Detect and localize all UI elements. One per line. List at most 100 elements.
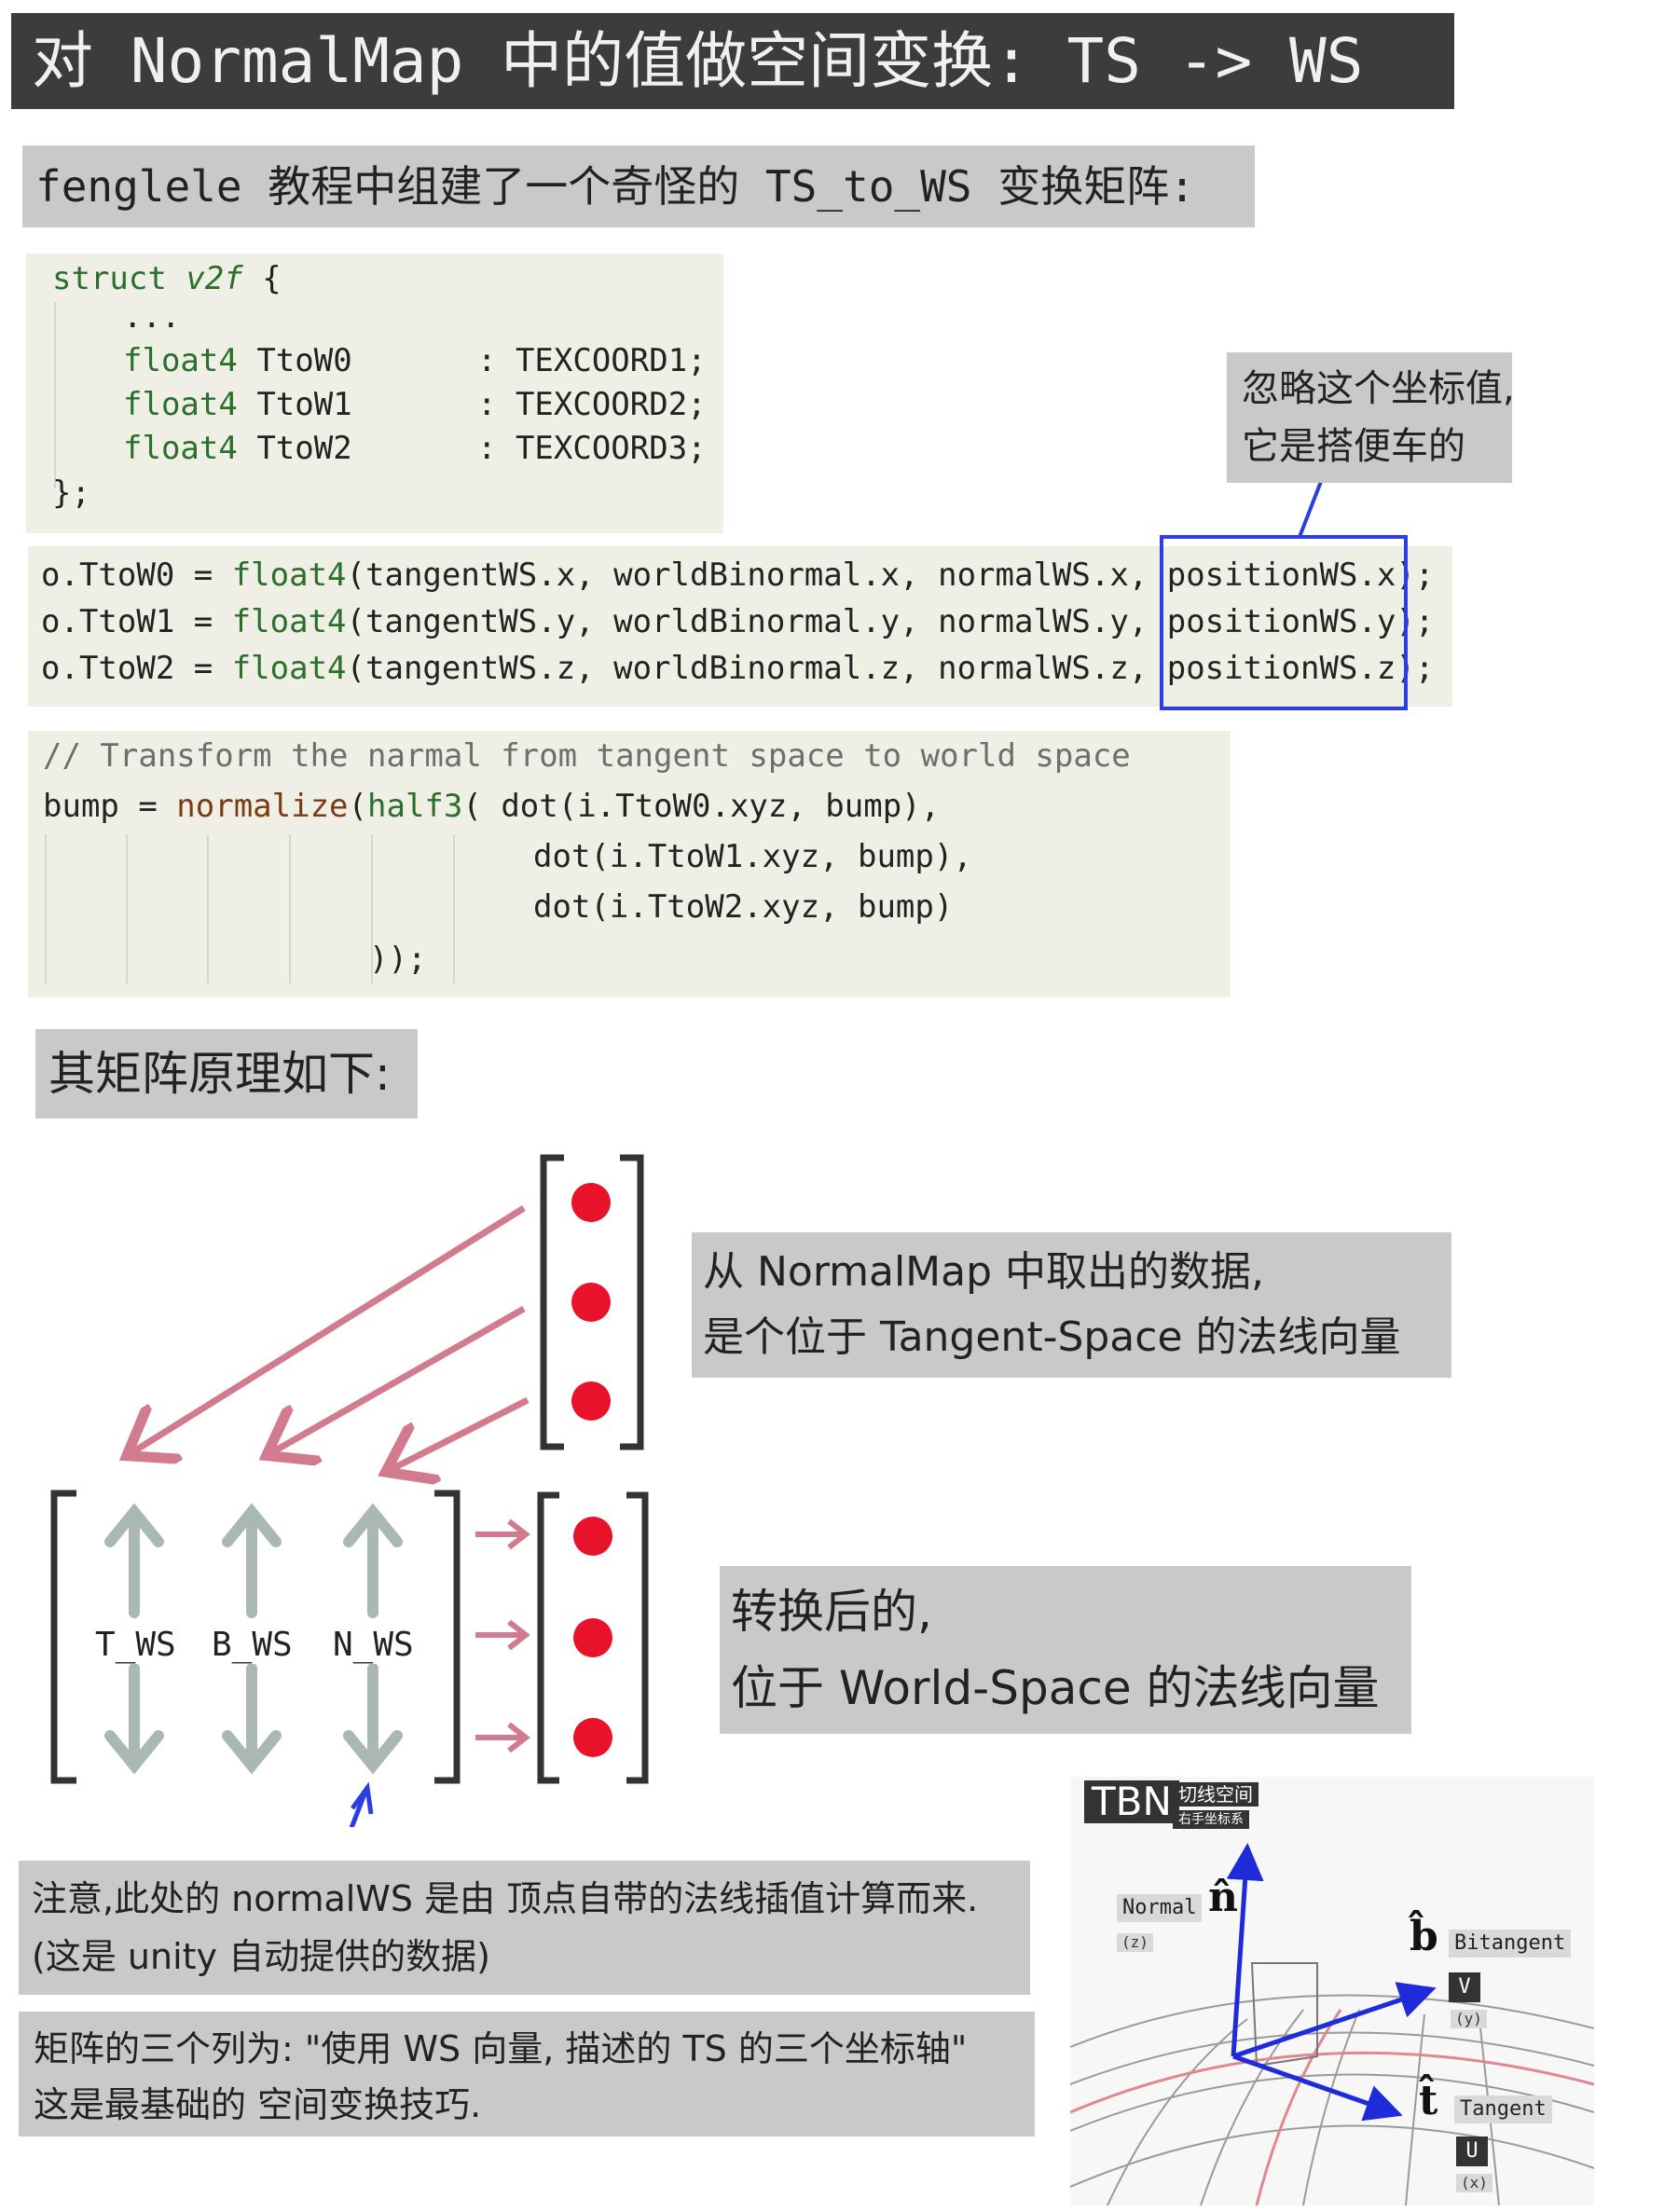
indent-guide <box>45 834 47 983</box>
assign-line-2: o.TtoW2 = float4(tangentWS.z, worldBinor… <box>41 647 1434 691</box>
indent-guide <box>54 302 56 488</box>
assign-tail: ); <box>1396 650 1435 687</box>
pink-arrow <box>272 1305 526 1452</box>
assign-position: positionWS.x <box>1166 556 1396 594</box>
output-vector-dot <box>573 1517 612 1556</box>
bitangent-label: Bitangent <box>1449 1930 1572 1958</box>
field-semantic-0: : TEXCOORD1; <box>477 342 707 379</box>
assign-func: float4 <box>231 603 347 640</box>
indent-guide <box>126 834 128 983</box>
position-callout: 忽略这个坐标值, 它是搭便车的 <box>1227 352 1515 483</box>
bitangent-axis <box>1232 1982 1437 2059</box>
bitangent-axis-label: (y) <box>1451 2010 1487 2028</box>
field-semantic-1: : TEXCOORD2; <box>477 386 707 423</box>
normal-label: Normal <box>1117 1894 1203 1922</box>
bitangent-letter: V <box>1449 1972 1480 2002</box>
indent-guide <box>289 834 291 983</box>
indent-guide <box>207 834 209 983</box>
tangent-symbol: t̂ <box>1419 2077 1438 2124</box>
assign-lhs: o.TtoW1 = <box>41 603 232 640</box>
input-vector-dot <box>571 1183 611 1222</box>
output-pink-arrow <box>475 1619 530 1651</box>
pink-arrow <box>392 1396 530 1469</box>
field-name: TtoW0 <box>256 342 352 379</box>
indent-guide <box>453 834 455 983</box>
bump-line-4: )); <box>369 941 427 978</box>
assign-lhs: o.TtoW0 = <box>41 556 232 594</box>
assign-line-0: o.TtoW0 = float4(tangentWS.x, worldBinor… <box>41 554 1434 598</box>
assign-func: float4 <box>231 650 347 687</box>
struct-keyword: struct <box>52 260 167 297</box>
output-vector-dot <box>573 1618 612 1657</box>
bump-dot-0: ( dot(i.TtoW0.xyz, bump), <box>462 788 941 825</box>
position-callout-line2: 它是搭便车的 <box>1242 425 1465 468</box>
matrix-heading: 其矩阵原理如下: <box>35 1029 418 1119</box>
normal-note-line1: 注意,此处的 normalWS 是由 顶点自带的法线插值计算而来. <box>32 1878 979 1919</box>
struct-closing: }; <box>52 474 90 512</box>
input-vector-dot <box>571 1381 611 1421</box>
bump-lhs: bump = <box>43 788 177 825</box>
bump-half3: half3 <box>367 788 463 825</box>
assign-lhs: o.TtoW2 = <box>41 650 232 687</box>
output-vector-dot <box>573 1718 612 1757</box>
field-type: float4 <box>123 342 238 379</box>
assign-args: (tangentWS.z, worldBinormal.z, normalWS.… <box>346 650 1167 687</box>
struct-field-1: float4 TtoW1 <box>123 383 352 427</box>
tbn-title: TBN <box>1084 1780 1179 1823</box>
normal-symbol: n̂ <box>1208 1874 1238 1921</box>
tangent-callout-line1: 从 NormalMap 中取出的数据, <box>703 1248 1265 1296</box>
tangent-axis <box>1232 2054 1403 2122</box>
struct-ellipsis: ... <box>123 298 181 336</box>
bump-code-block: // Transform the narmal from tangent spa… <box>28 731 1231 997</box>
matrix-note-line2: 这是最基础的 空间变换技巧. <box>34 2084 482 2125</box>
assign-position: positionWS.z <box>1166 650 1396 687</box>
struct-name: v2f <box>186 260 243 297</box>
world-callout-line2: 位于 World-Space 的法线向量 <box>731 1661 1380 1715</box>
bump-normalize: normalize <box>176 788 349 825</box>
output-pink-arrow <box>475 1518 530 1550</box>
field-type: float4 <box>123 430 238 467</box>
assign-line-1: o.TtoW1 = float4(tangentWS.y, worldBinor… <box>41 600 1434 644</box>
normal-pointer <box>349 1781 374 1827</box>
struct-field-0: float4 TtoW0 <box>123 339 352 383</box>
normal-note: 注意,此处的 normalWS 是由 顶点自带的法线插值计算而来. (这是 un… <box>19 1861 1030 1995</box>
bump-open-paren: ( <box>348 788 368 825</box>
assign-func: float4 <box>231 556 347 594</box>
position-callout-line1: 忽略这个坐标值, <box>1242 367 1515 410</box>
assign-tail: ); <box>1396 603 1435 640</box>
assign-code-block: o.TtoW0 = float4(tangentWS.x, worldBinor… <box>28 546 1452 707</box>
page-title: 对 NormalMap 中的值做空间变换: TS -> WS <box>11 13 1454 109</box>
field-name: TtoW1 <box>256 386 352 423</box>
column-label-n: N_WS <box>329 1626 418 1664</box>
tbn-illustration <box>1070 1777 1594 2205</box>
input-vector-bracket <box>540 1154 644 1450</box>
tangent-letter: U <box>1456 2136 1488 2166</box>
matrix-note-line1: 矩阵的三个列为: "使用 WS 向量, 描述的 TS 的三个坐标轴" <box>34 2028 968 2069</box>
pink-arrow <box>132 1205 526 1452</box>
indent-guide <box>371 834 373 983</box>
bump-comment: // Transform the narmal from tangent spa… <box>43 737 1131 775</box>
tbn-axes <box>1070 1843 1594 2205</box>
normal-axis-label: (z) <box>1117 1933 1153 1952</box>
normal-note-line2: (这是 unity 自动提供的数据) <box>32 1936 490 1977</box>
section-subtitle: fenglele 教程中组建了一个奇怪的 TS_to_WS 变换矩阵: <box>22 145 1255 227</box>
struct-field-2: float4 TtoW2 <box>123 427 352 471</box>
assign-tail: ); <box>1396 556 1435 594</box>
tangent-space-callout: 从 NormalMap 中取出的数据, 是个位于 Tangent-Space 的… <box>692 1232 1451 1378</box>
tangent-label: Tangent <box>1454 2095 1552 2123</box>
normal-axis <box>1226 1843 1264 2057</box>
bump-line-1: bump = normalize(half3( dot(i.TtoW0.xyz,… <box>43 785 940 829</box>
surface-curve-red <box>1070 2051 1594 2114</box>
struct-decl-line: struct v2f { <box>52 257 282 301</box>
column-label-b: B_WS <box>208 1626 296 1664</box>
bump-line-3: dot(i.TtoW2.xyz, bump) <box>533 888 954 926</box>
field-name: TtoW2 <box>256 430 352 467</box>
column-arrow-t <box>104 1503 164 1775</box>
column-arrow-b <box>222 1503 282 1775</box>
matrix-diagram <box>50 1154 649 1827</box>
matrix-bracket <box>50 1490 461 1784</box>
assign-position: positionWS.y <box>1166 603 1396 640</box>
field-type: float4 <box>123 386 238 423</box>
assign-args: (tangentWS.y, worldBinormal.y, normalWS.… <box>346 603 1167 640</box>
callout-leader-line <box>1298 478 1324 538</box>
